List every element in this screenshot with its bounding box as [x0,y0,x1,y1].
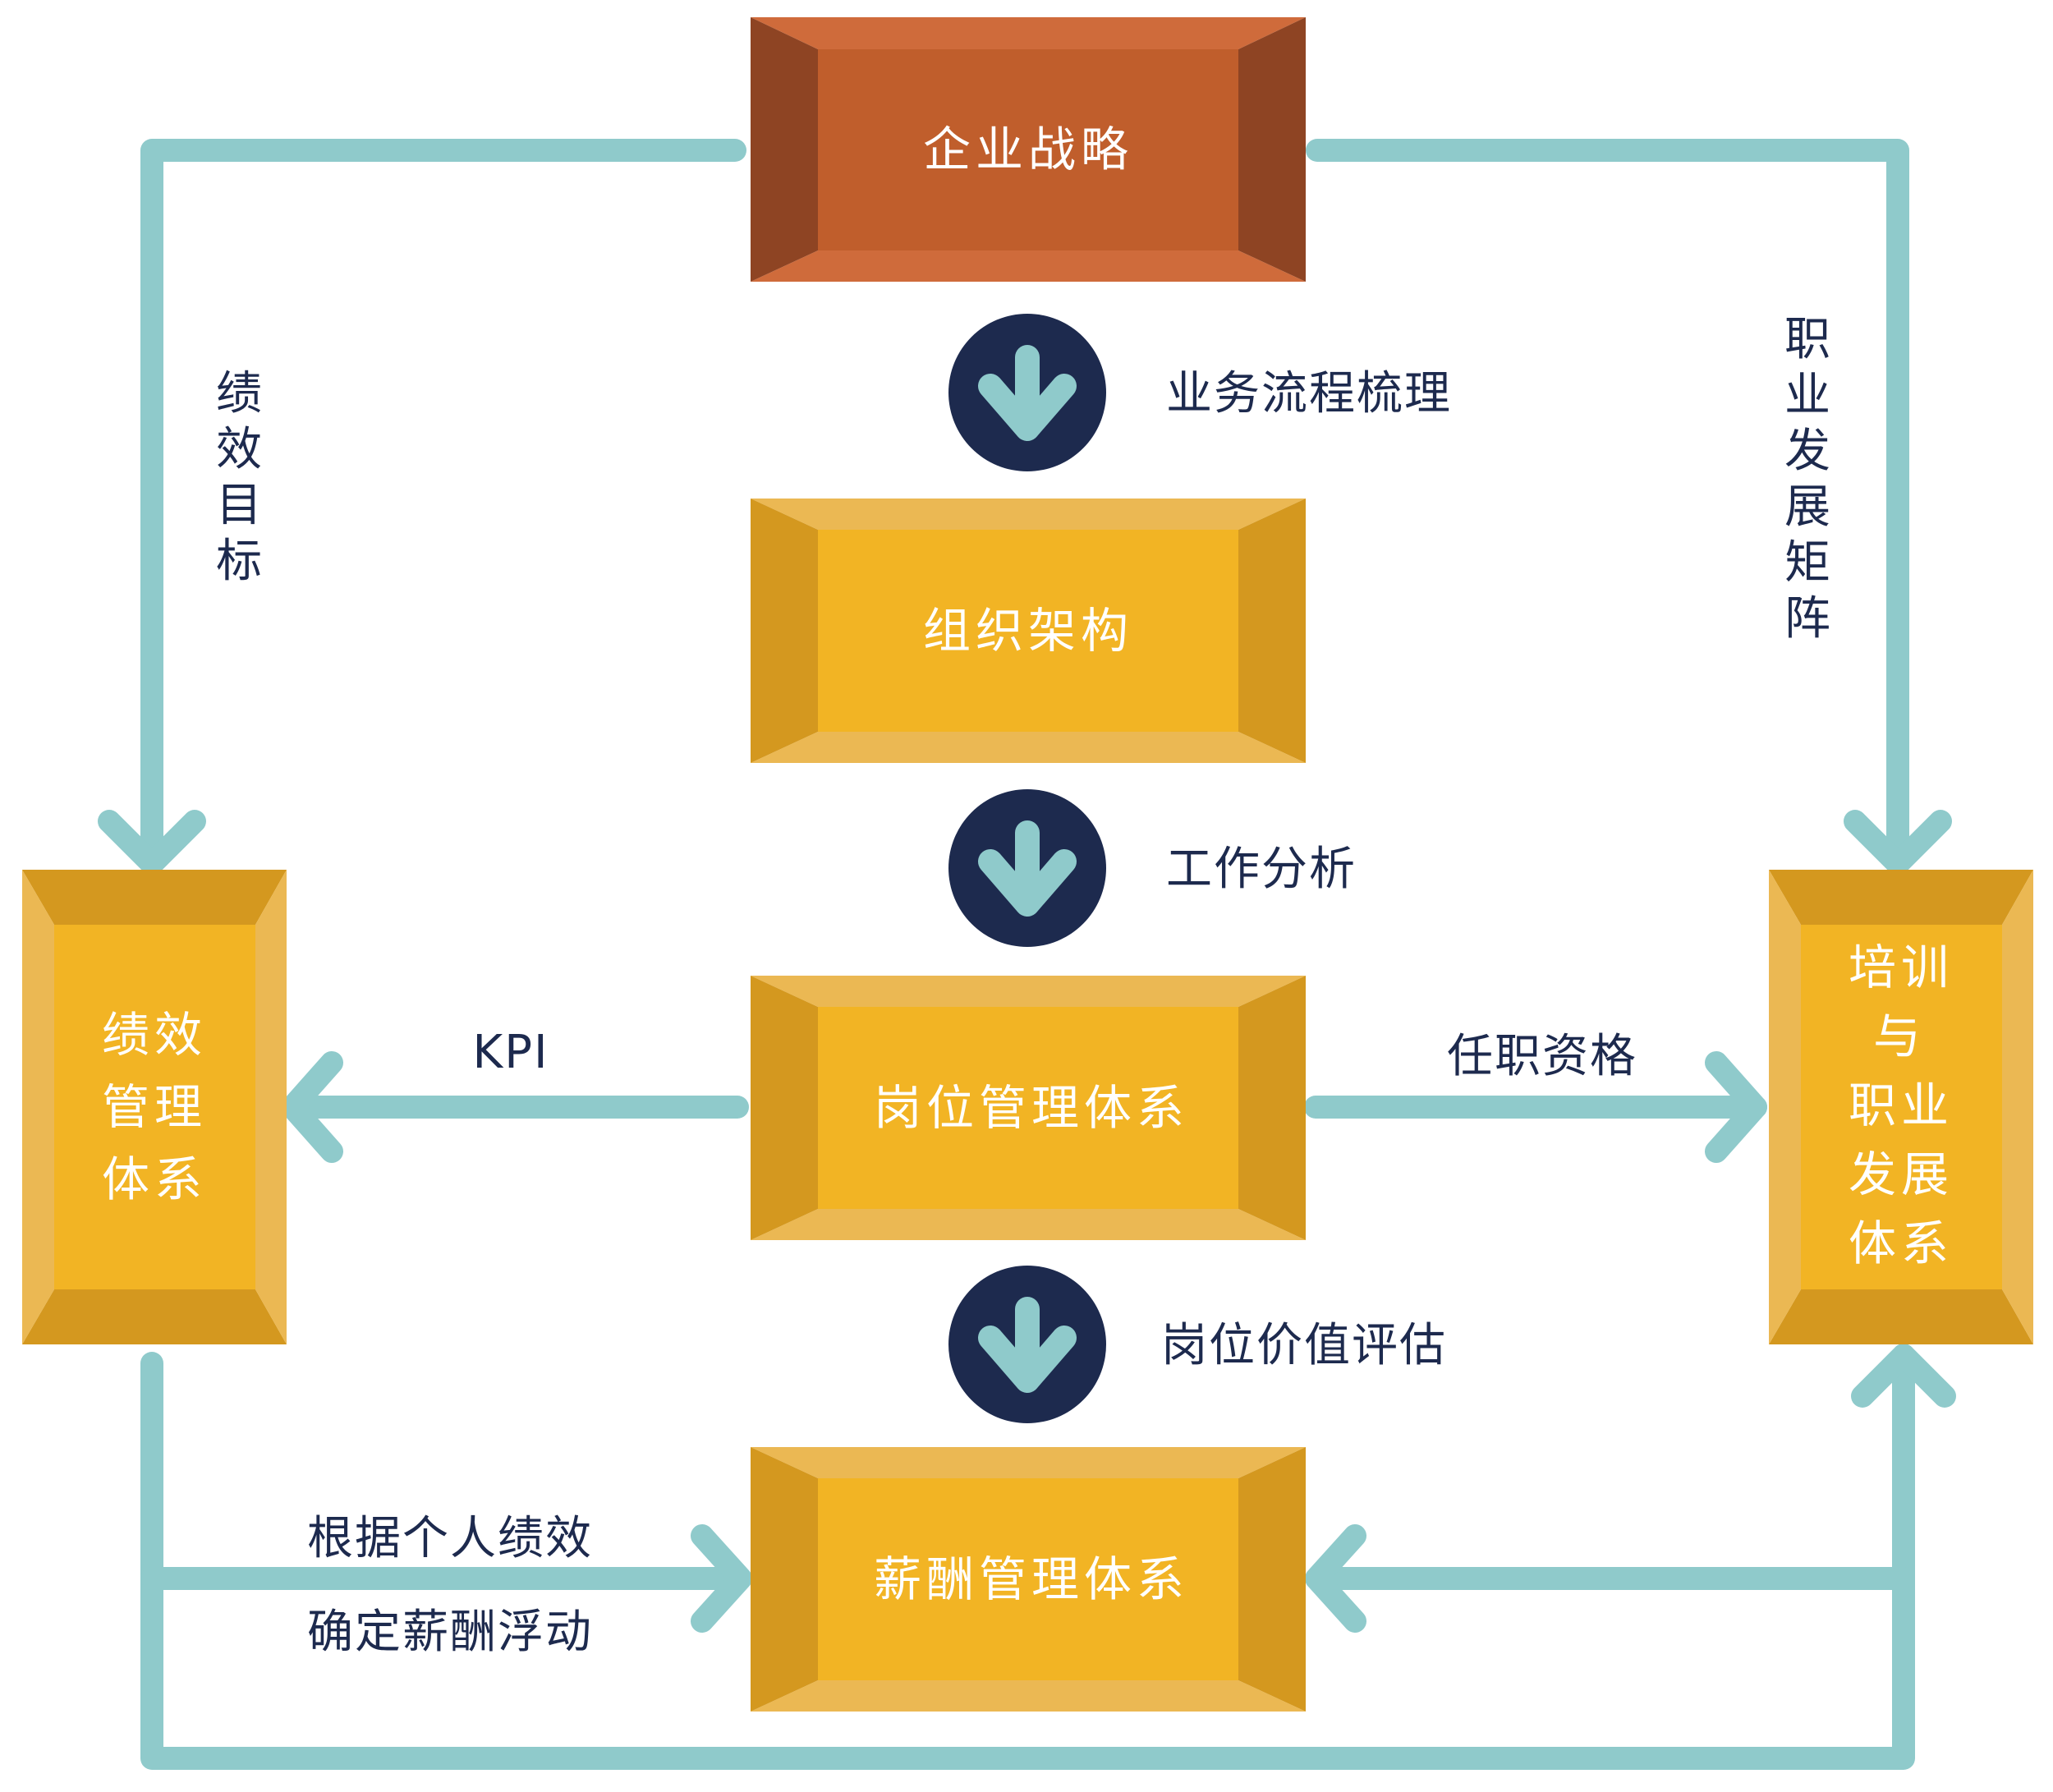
step-2-label: 工作分析 [1166,843,1357,896]
bevel-left [751,17,818,282]
edge-label-career-matrix: 职 业 发 展 矩 阵 [1784,313,1830,646]
arrowhead-right-salary [691,1524,752,1633]
bevel-bottom [751,1680,1306,1712]
step-3: 岗位价值评估 [948,1266,1447,1423]
box-org-label: 组织架构 [923,603,1133,659]
step-3-label: 岗位价值评估 [1161,1319,1447,1372]
career-matrix-char-1: 职 [1784,313,1830,366]
arrowhead-down-performance [98,810,206,875]
performance-goal-char-3: 目 [216,479,262,532]
bevel-left [751,976,818,1240]
performance-goal-char-4: 标 [216,535,262,588]
box-face [818,530,1238,732]
box-face [818,1478,1238,1680]
performance-goal-char-2: 效 [216,423,262,476]
box-face [818,1007,1238,1209]
arrowhead-right-qualification [1705,1051,1767,1163]
bevel-top [751,499,1306,530]
bevel-right [1238,17,1306,282]
box-face [818,49,1238,250]
connectors [98,139,1956,1770]
connector-strategy-to-training [1306,139,1909,874]
edge-label-salary-float-1: 根据个人绩效 [307,1512,593,1565]
bevel-left [751,1447,818,1712]
box-strategy-label: 企业战略 [923,122,1133,177]
down-arrow-icon [978,1297,1077,1393]
bevel-left [1769,870,1801,1344]
edge-label-kpi: KPI [472,1026,549,1079]
step-2: 工作分析 [948,789,1357,947]
connector-strategy-to-performance [140,139,746,874]
bevel-top [751,1447,1306,1478]
box-face [54,925,255,1289]
bevel-right [1238,499,1306,763]
bevel-left [751,499,818,763]
box-strategy: 企业战略 [751,17,1306,282]
arrowhead-up-training [1851,1344,1956,1408]
step-1: 业务流程梳理 [948,314,1452,471]
down-arrow-icon [978,820,1077,917]
career-matrix-char-5: 矩 [1784,536,1830,590]
box-salary: 薪酬管理体系 [751,1447,1306,1712]
performance-goal-char-1: 绩 [216,367,262,420]
bevel-right [255,870,287,1344]
career-matrix-char-2: 业 [1784,369,1830,422]
box-org: 组织架构 [751,499,1306,763]
box-salary-label: 薪酬管理体系 [874,1551,1189,1607]
box-performance-label-1: 绩效 [102,1007,207,1063]
bevel-bottom [751,250,1306,282]
bevel-right [1238,976,1306,1240]
box-training-label-3: 职业 [1849,1077,1954,1133]
bevel-bottom [751,1209,1306,1240]
box-training-label-1: 培训 [1849,940,1954,995]
arrowhead-left-salary [1305,1524,1366,1633]
bevel-bottom [1769,1289,2033,1344]
box-performance: 绩效 管理 体系 [22,870,287,1344]
bevel-top [751,976,1306,1007]
bevel-bottom [22,1289,287,1344]
box-performance-label-2: 管理 [102,1079,207,1135]
career-matrix-char-4: 展 [1784,480,1830,534]
connector-performance-down [140,1344,1915,1770]
career-matrix-char-6: 阵 [1784,592,1830,646]
arrowhead-left-kpi [281,1051,343,1163]
box-training-label-2: 与 [1873,1009,1926,1064]
edge-label-qualification: 任职资格 [1447,1030,1637,1083]
career-matrix-char-3: 发 [1784,425,1830,478]
bevel-left [22,870,54,1344]
box-position: 岗位管理体系 [751,976,1306,1240]
edge-label-performance-goal: 绩 效 目 标 [216,367,262,588]
bevel-right [2002,870,2033,1344]
box-position-label: 岗位管理体系 [874,1080,1189,1136]
step-1-label: 业务流程梳理 [1166,367,1452,420]
bevel-top [751,17,1306,49]
edge-label-salary-float-2: 确定薪酬浮动 [307,1606,593,1659]
down-arrow-icon [978,345,1077,441]
arrowhead-down-training [1844,810,1952,875]
bevel-bottom [751,732,1306,763]
bevel-top [1769,870,2033,925]
box-training-label-5: 体系 [1849,1215,1954,1271]
bevel-top [22,870,287,925]
box-performance-label-3: 体系 [102,1151,207,1207]
box-training: 培训 与 职业 发展 体系 [1769,870,2033,1344]
box-face [1801,925,2002,1289]
box-training-label-4: 发展 [1849,1146,1954,1202]
bevel-right [1238,1447,1306,1712]
